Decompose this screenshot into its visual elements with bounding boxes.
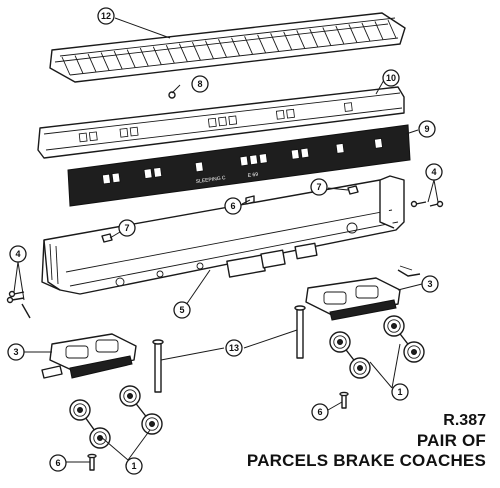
svg-text:12: 12 — [101, 11, 111, 21]
svg-text:6: 6 — [230, 201, 235, 211]
callouts: 12 8 10 9 7 6 7 4 4 3 5 3 13 1 6 6 1 — [7, 7, 443, 475]
svg-text:1: 1 — [397, 387, 402, 397]
callout-6-right: 6 — [311, 403, 329, 421]
svg-text:5: 5 — [179, 305, 184, 315]
callout-1-front: 1 — [125, 457, 143, 475]
callout-13: 13 — [225, 339, 243, 357]
svg-text:3: 3 — [427, 279, 432, 289]
callout-9: 9 — [418, 120, 436, 138]
title-block: R.387 PAIR OF PARCELS BRAKE COACHES — [247, 412, 486, 471]
svg-text:13: 13 — [229, 343, 239, 353]
svg-text:6: 6 — [317, 407, 322, 417]
wheelsets-front — [69, 385, 163, 449]
pivot-pins — [152, 305, 306, 393]
buffers-left — [6, 290, 31, 319]
callout-6-left: 6 — [49, 454, 67, 472]
coach-side-part: SLEEPING C E 69 — [67, 124, 411, 207]
callout-3-right: 3 — [421, 275, 439, 293]
svg-text:10: 10 — [386, 73, 396, 83]
model-code: R.387 — [443, 412, 486, 429]
callout-7-lower: 7 — [118, 219, 136, 237]
svg-text:4: 4 — [15, 249, 20, 259]
small-fittings — [101, 91, 359, 243]
bogie-front — [41, 333, 137, 379]
side-lettering-left: SLEEPING C — [195, 175, 226, 185]
callout-6-upper: 6 — [224, 197, 242, 215]
callout-4-right: 4 — [425, 163, 443, 181]
callout-7-upper: 7 — [310, 178, 328, 196]
bogie-rear — [305, 277, 401, 321]
chassis-part — [41, 175, 421, 295]
buffers-right — [410, 200, 444, 208]
side-lettering-right: E 69 — [247, 172, 258, 179]
model-title-line-2: PARCELS BRAKE COACHES — [246, 450, 486, 470]
roof-part — [49, 12, 406, 83]
callout-10: 10 — [382, 69, 400, 87]
callout-5: 5 — [173, 301, 191, 319]
svg-text:8: 8 — [197, 79, 202, 89]
svg-text:4: 4 — [431, 167, 436, 177]
callout-3-left: 3 — [7, 343, 25, 361]
model-title-line-1: PAIR OF — [416, 430, 486, 450]
coach-body-part — [37, 86, 405, 159]
svg-text:1: 1 — [131, 461, 136, 471]
svg-text:7: 7 — [124, 223, 129, 233]
leader-lines — [13, 17, 439, 463]
callout-4-left: 4 — [9, 245, 27, 263]
callout-1-rear: 1 — [391, 383, 409, 401]
callout-12: 12 — [97, 7, 115, 25]
wheelsets-rear — [329, 315, 425, 379]
svg-text:9: 9 — [424, 124, 429, 134]
callout-8: 8 — [191, 75, 209, 93]
svg-text:3: 3 — [13, 347, 18, 357]
svg-text:6: 6 — [55, 458, 60, 468]
svg-text:7: 7 — [316, 182, 321, 192]
screws — [87, 391, 349, 471]
